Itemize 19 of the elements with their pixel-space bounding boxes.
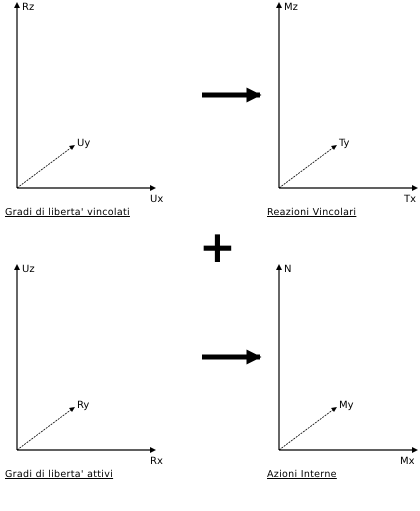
plus-sign: + <box>199 226 236 270</box>
axis-label: Rx <box>150 456 163 468</box>
axis-label: Mz <box>284 2 298 14</box>
axis-label: Ux <box>150 194 164 206</box>
axis-label: Ty <box>339 138 350 150</box>
axis-label: My <box>339 400 354 412</box>
axis-label: Rz <box>22 2 34 14</box>
arrow <box>202 88 262 102</box>
axis-label: Ry <box>77 400 90 412</box>
axis-label: Uy <box>77 138 90 150</box>
arrow <box>202 350 262 364</box>
axis-label: Uz <box>22 264 35 276</box>
axis-label: Mx <box>400 456 415 468</box>
axis-label: N <box>284 264 292 276</box>
diagram-caption: Reazioni Vincolari <box>267 207 356 218</box>
axis-label: Tx <box>404 194 416 206</box>
diagram-caption: Azioni Interne <box>267 469 337 480</box>
diagram-caption: Gradi di liberta' vincolati <box>5 207 130 218</box>
diagram-caption: Gradi di liberta' attivi <box>5 469 114 480</box>
